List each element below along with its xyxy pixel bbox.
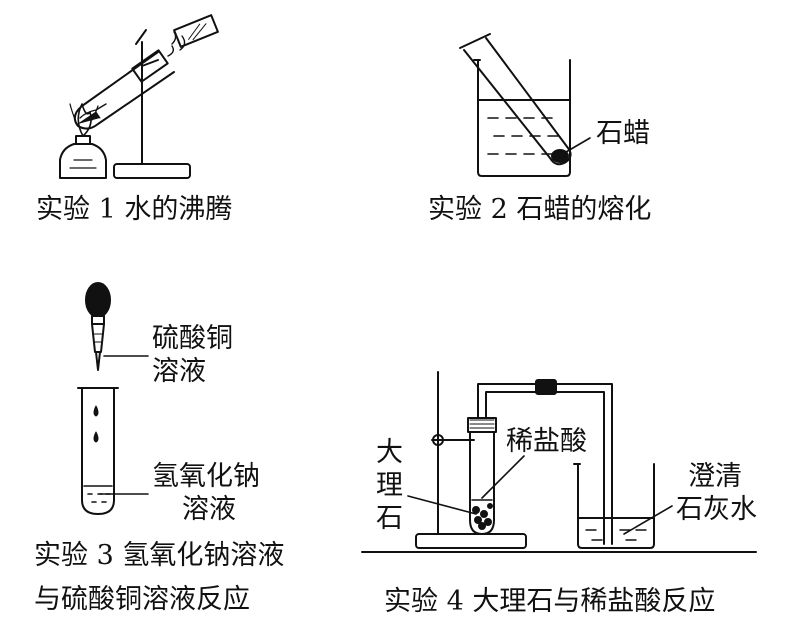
acid-label: 稀盐酸	[506, 426, 587, 457]
exp1-test-tube-icon	[73, 51, 175, 130]
acid-leader-line	[481, 455, 525, 499]
exp2-apparatus	[459, 33, 591, 177]
exp3-caption-line2: 与硫酸铜溶液反应	[34, 584, 250, 615]
limewater-leader-line	[623, 505, 673, 535]
marble-label: 大 理 石	[376, 436, 403, 535]
marble-leader-line	[407, 495, 477, 515]
wax-leader-line	[565, 137, 591, 153]
naoh-label-line2: 溶液	[182, 494, 236, 525]
exp4-stand-base	[415, 533, 527, 549]
cuso4-label-line2: 溶液	[152, 356, 206, 387]
marble-label-char1: 大	[376, 437, 403, 468]
glass-plate	[173, 14, 219, 48]
exp4-beaker-icon	[577, 463, 655, 549]
cuso4-label-line1: 硫酸铜	[152, 323, 233, 354]
limewater-label: 澄清 石灰水	[676, 460, 757, 526]
exp4-caption: 实验 4 大理石与稀盐酸反应	[384, 586, 716, 617]
cuso4-label: 硫酸铜 溶液	[152, 322, 233, 388]
exp4-apparatus	[361, 371, 757, 553]
delivery-tube	[477, 383, 613, 545]
exp2-caption: 实验 2 石蜡的熔化	[428, 194, 652, 225]
dropper-icon	[85, 282, 111, 371]
exp3-test-tube-icon	[81, 387, 115, 515]
limewater-label-line1: 澄清	[688, 461, 742, 492]
exp1-stand-base	[113, 163, 191, 179]
exp1-caption: 实验 1 水的沸腾	[36, 194, 233, 225]
exp3-apparatus	[77, 282, 149, 515]
naoh-label: 氢氧化钠 溶液	[152, 460, 260, 526]
exp2-test-tube-icon	[463, 37, 572, 166]
exp1-apparatus	[59, 14, 219, 179]
wax-label: 石蜡	[596, 118, 650, 149]
wax-blob	[551, 149, 569, 163]
beaker-icon	[477, 59, 571, 177]
naoh-label-line1: 氢氧化钠	[152, 461, 260, 492]
limewater-label-line2: 石灰水	[676, 494, 757, 525]
exp3-caption-line1: 实验 3 氢氧化钠溶液	[34, 540, 285, 571]
marble-label-char2: 理	[376, 470, 403, 501]
exp4-test-tube-icon	[469, 431, 495, 535]
marble-label-char3: 石	[376, 503, 403, 534]
exp1-clamp	[131, 49, 169, 83]
